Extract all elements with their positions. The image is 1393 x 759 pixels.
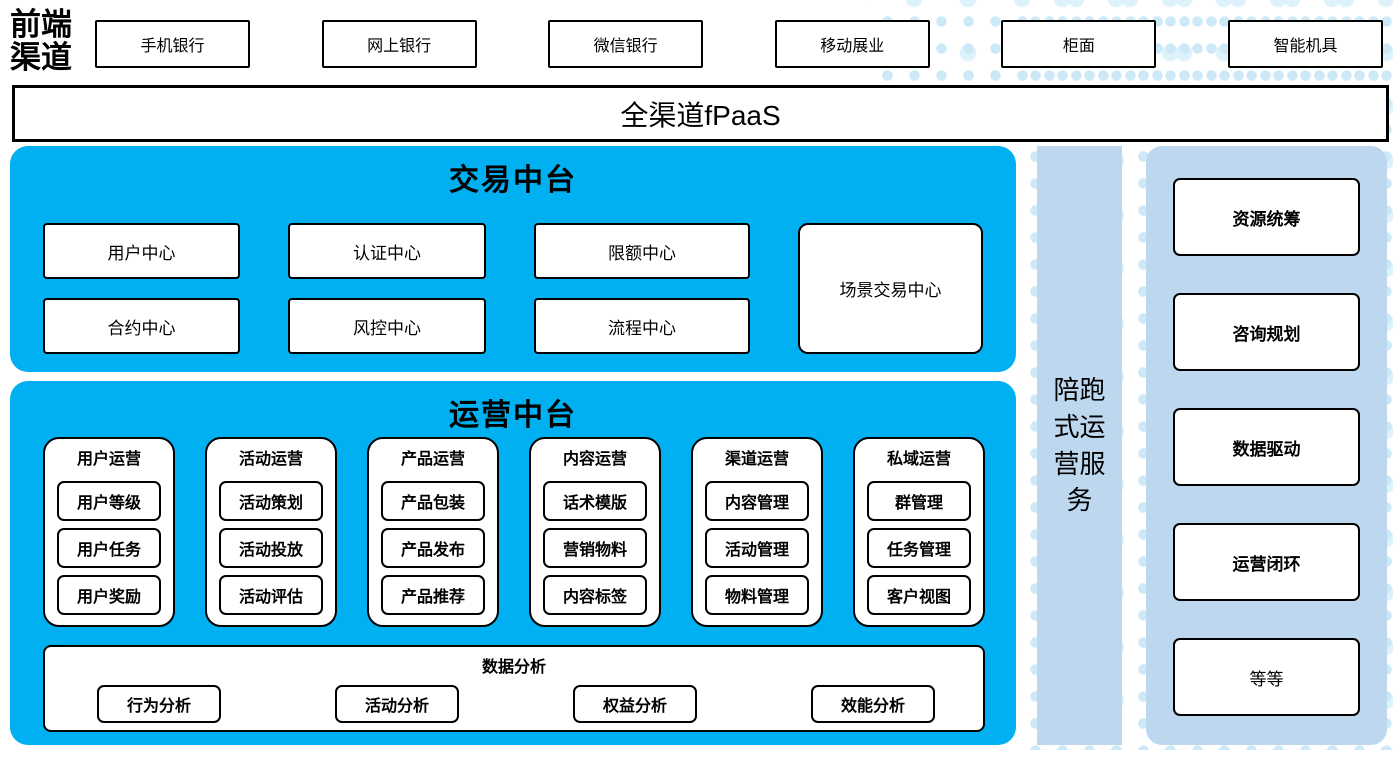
service-box-consulting-planning: 咨询规划 [1173, 293, 1360, 371]
center-box-user: 用户中心 [43, 223, 240, 279]
ops-item: 内容管理 [705, 481, 809, 521]
ops-column-content: 内容运营 话术模版 营销物料 内容标签 [529, 437, 661, 627]
trade-platform-title: 交易中台 [449, 164, 577, 197]
center-box-scene-trade: 场景交易中心 [798, 223, 983, 354]
omnichannel-fpaas-bar: 全渠道fPaaS [12, 85, 1389, 142]
channel-box-online-banking: 网上银行 [321, 20, 477, 68]
operations-platform-panel: 运营中台 用户运营 用户等级 用户任务 用户奖励 活动运营 活动策划 活动投放 … [10, 381, 1016, 745]
ops-item: 物料管理 [705, 575, 809, 615]
ops-column-items: 用户等级 用户任务 用户奖励 [57, 481, 161, 615]
center-box-contract: 合约中心 [43, 298, 240, 354]
trade-center-grid: 用户中心 认证中心 限额中心 场景交易中心 合约中心 风控中心 流程中心 [43, 223, 983, 354]
ops-item: 产品包装 [381, 481, 485, 521]
ops-column-user: 用户运营 用户等级 用户任务 用户奖励 [43, 437, 175, 627]
trade-platform-panel: 交易中台 用户中心 认证中心 限额中心 场景交易中心 合约中心 风控中心 流程中… [10, 146, 1016, 372]
ops-item: 活动管理 [705, 528, 809, 568]
ops-item: 群管理 [867, 481, 971, 521]
center-box-limit: 限额中心 [534, 223, 750, 279]
front-channel-row: 手机银行 网上银行 微信银行 移动展业 柜面 智能机具 [95, 20, 1383, 68]
service-box-resource-coordination: 资源统筹 [1173, 178, 1360, 256]
data-analysis-row: 行为分析 活动分析 权益分析 效能分析 [97, 685, 935, 723]
ops-column-title: 用户运营 [76, 451, 141, 468]
ops-column-items: 内容管理 活动管理 物料管理 [705, 481, 809, 615]
ops-item: 活动策划 [219, 481, 323, 521]
service-box-operation-loop: 运营闭环 [1173, 523, 1360, 601]
ops-column-title: 活动运营 [238, 451, 303, 468]
analysis-box-rights: 权益分析 [573, 685, 697, 723]
ops-item: 活动评估 [219, 575, 323, 615]
ops-item: 营销物料 [543, 528, 647, 568]
analysis-box-efficiency: 效能分析 [811, 685, 935, 723]
ops-column-private-domain: 私域运营 群管理 任务管理 客户视图 [853, 437, 985, 627]
ops-column-title: 渠道运营 [724, 451, 789, 468]
channel-box-counter: 柜面 [1001, 20, 1157, 68]
service-box-data-driven: 数据驱动 [1173, 408, 1360, 486]
ops-item: 活动投放 [219, 528, 323, 568]
ops-column-items: 活动策划 活动投放 活动评估 [219, 481, 323, 615]
center-box-auth: 认证中心 [288, 223, 486, 279]
ops-item: 用户奖励 [57, 575, 161, 615]
data-analysis-container: 数据分析 行为分析 活动分析 权益分析 效能分析 [43, 645, 985, 732]
ops-column-product: 产品运营 产品包装 产品发布 产品推荐 [367, 437, 499, 627]
ops-column-activity: 活动运营 活动策划 活动投放 活动评估 [205, 437, 337, 627]
channel-box-mobile-marketing: 移动展业 [774, 20, 930, 68]
service-capabilities-panel: 资源统筹 咨询规划 数据驱动 运营闭环 等等 [1146, 146, 1387, 745]
operations-columns: 用户运营 用户等级 用户任务 用户奖励 活动运营 活动策划 活动投放 活动评估 … [43, 437, 985, 627]
ops-item: 话术模版 [543, 481, 647, 521]
ops-item: 客户视图 [867, 575, 971, 615]
operations-platform-title: 运营中台 [449, 399, 577, 432]
ops-item: 任务管理 [867, 528, 971, 568]
channel-box-mobile-banking: 手机银行 [95, 20, 250, 68]
data-analysis-title: 数据分析 [481, 659, 546, 676]
ops-column-channel: 渠道运营 内容管理 活动管理 物料管理 [691, 437, 823, 627]
ops-column-title: 产品运营 [400, 451, 465, 468]
analysis-box-behavior: 行为分析 [97, 685, 221, 723]
ops-item: 产品发布 [381, 528, 485, 568]
ops-column-items: 产品包装 产品发布 产品推荐 [381, 481, 485, 615]
ops-item: 用户等级 [57, 481, 161, 521]
analysis-box-activity: 活动分析 [335, 685, 459, 723]
ops-column-title: 内容运营 [562, 451, 627, 468]
ops-item: 用户任务 [57, 528, 161, 568]
ops-column-title: 私域运营 [886, 451, 951, 468]
ops-item: 内容标签 [543, 575, 647, 615]
accompanying-operation-service-bar: 陪跑式运营服务 [1037, 146, 1122, 745]
ops-item: 产品推荐 [381, 575, 485, 615]
service-box-etc: 等等 [1173, 638, 1360, 716]
ops-column-items: 群管理 任务管理 客户视图 [867, 481, 971, 615]
channel-box-wechat-banking: 微信银行 [548, 20, 704, 68]
accompanying-operation-service-label: 陪跑式运营服务 [1053, 374, 1106, 516]
channel-box-smart-devices: 智能机具 [1227, 20, 1383, 68]
center-box-risk: 风控中心 [288, 298, 486, 354]
center-box-process: 流程中心 [534, 298, 750, 354]
ops-column-items: 话术模版 营销物料 内容标签 [543, 481, 647, 615]
front-channels-label: 前端渠道 [10, 7, 72, 76]
